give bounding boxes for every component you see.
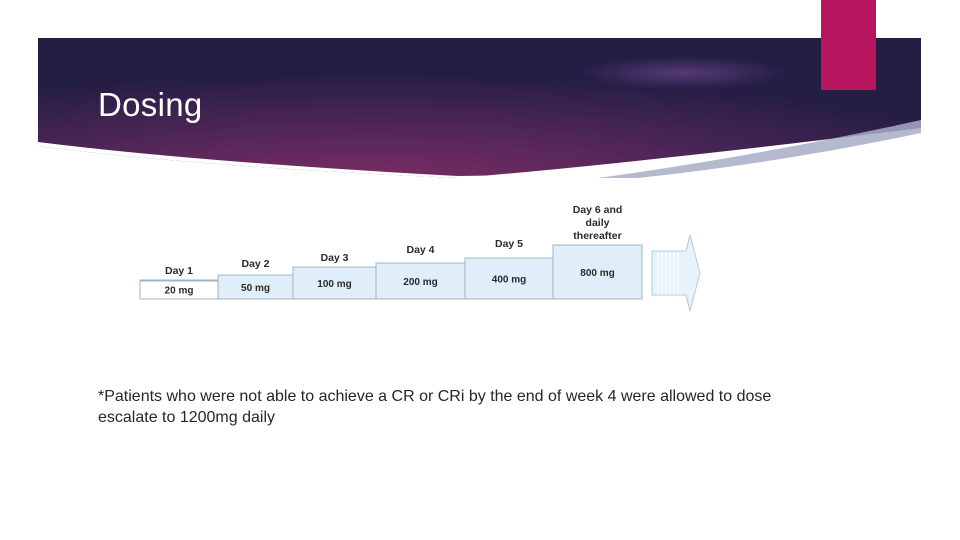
- dose-label: 200 mg: [403, 277, 437, 288]
- dose-step-1: Day 1 20 mg: [139, 265, 219, 300]
- page-title: Dosing: [98, 86, 203, 123]
- day-label: daily: [586, 217, 610, 229]
- dosing-staircase-diagram: Day 1 20 mg Day 2 50 mg Day 3 100 mg Day 4 200 …: [130, 195, 720, 320]
- dose-step-2: Day 2 50 mg: [217, 258, 294, 300]
- day-label: Day 5: [495, 238, 523, 250]
- dose-label: 100 mg: [317, 279, 351, 290]
- day-label: Day 2: [241, 258, 269, 270]
- accent-bar: [821, 0, 876, 90]
- footnote-text: *Patients who were not able to achieve a…: [98, 388, 772, 426]
- dose-label: 800 mg: [580, 268, 614, 279]
- dose-step-box: [375, 262, 466, 300]
- dose-step-4: Day 4 200 mg: [375, 244, 466, 300]
- dose-label: 20 mg: [165, 286, 194, 297]
- dose-step-box: [552, 244, 643, 300]
- day-label: Day 6 and: [573, 204, 623, 216]
- day-label: Day 3: [320, 252, 348, 264]
- day-label: thereafter: [573, 230, 621, 242]
- dose-label: 50 mg: [241, 283, 270, 294]
- dose-step-5: Day 5 400 mg: [464, 238, 554, 300]
- dose-step-3: Day 3 100 mg: [292, 252, 377, 300]
- day-label: Day 1: [165, 265, 193, 277]
- dosing-staircase-svg: Day 1 20 mg Day 2 50 mg Day 3 100 mg Day 4 200 …: [139, 204, 701, 312]
- continuation-arrow: [651, 234, 701, 312]
- dose-step-box: [217, 274, 294, 300]
- title-banner: [38, 38, 921, 178]
- banner-background: [38, 38, 921, 178]
- day-label: Day 4: [406, 244, 434, 256]
- dose-label: 400 mg: [492, 275, 526, 286]
